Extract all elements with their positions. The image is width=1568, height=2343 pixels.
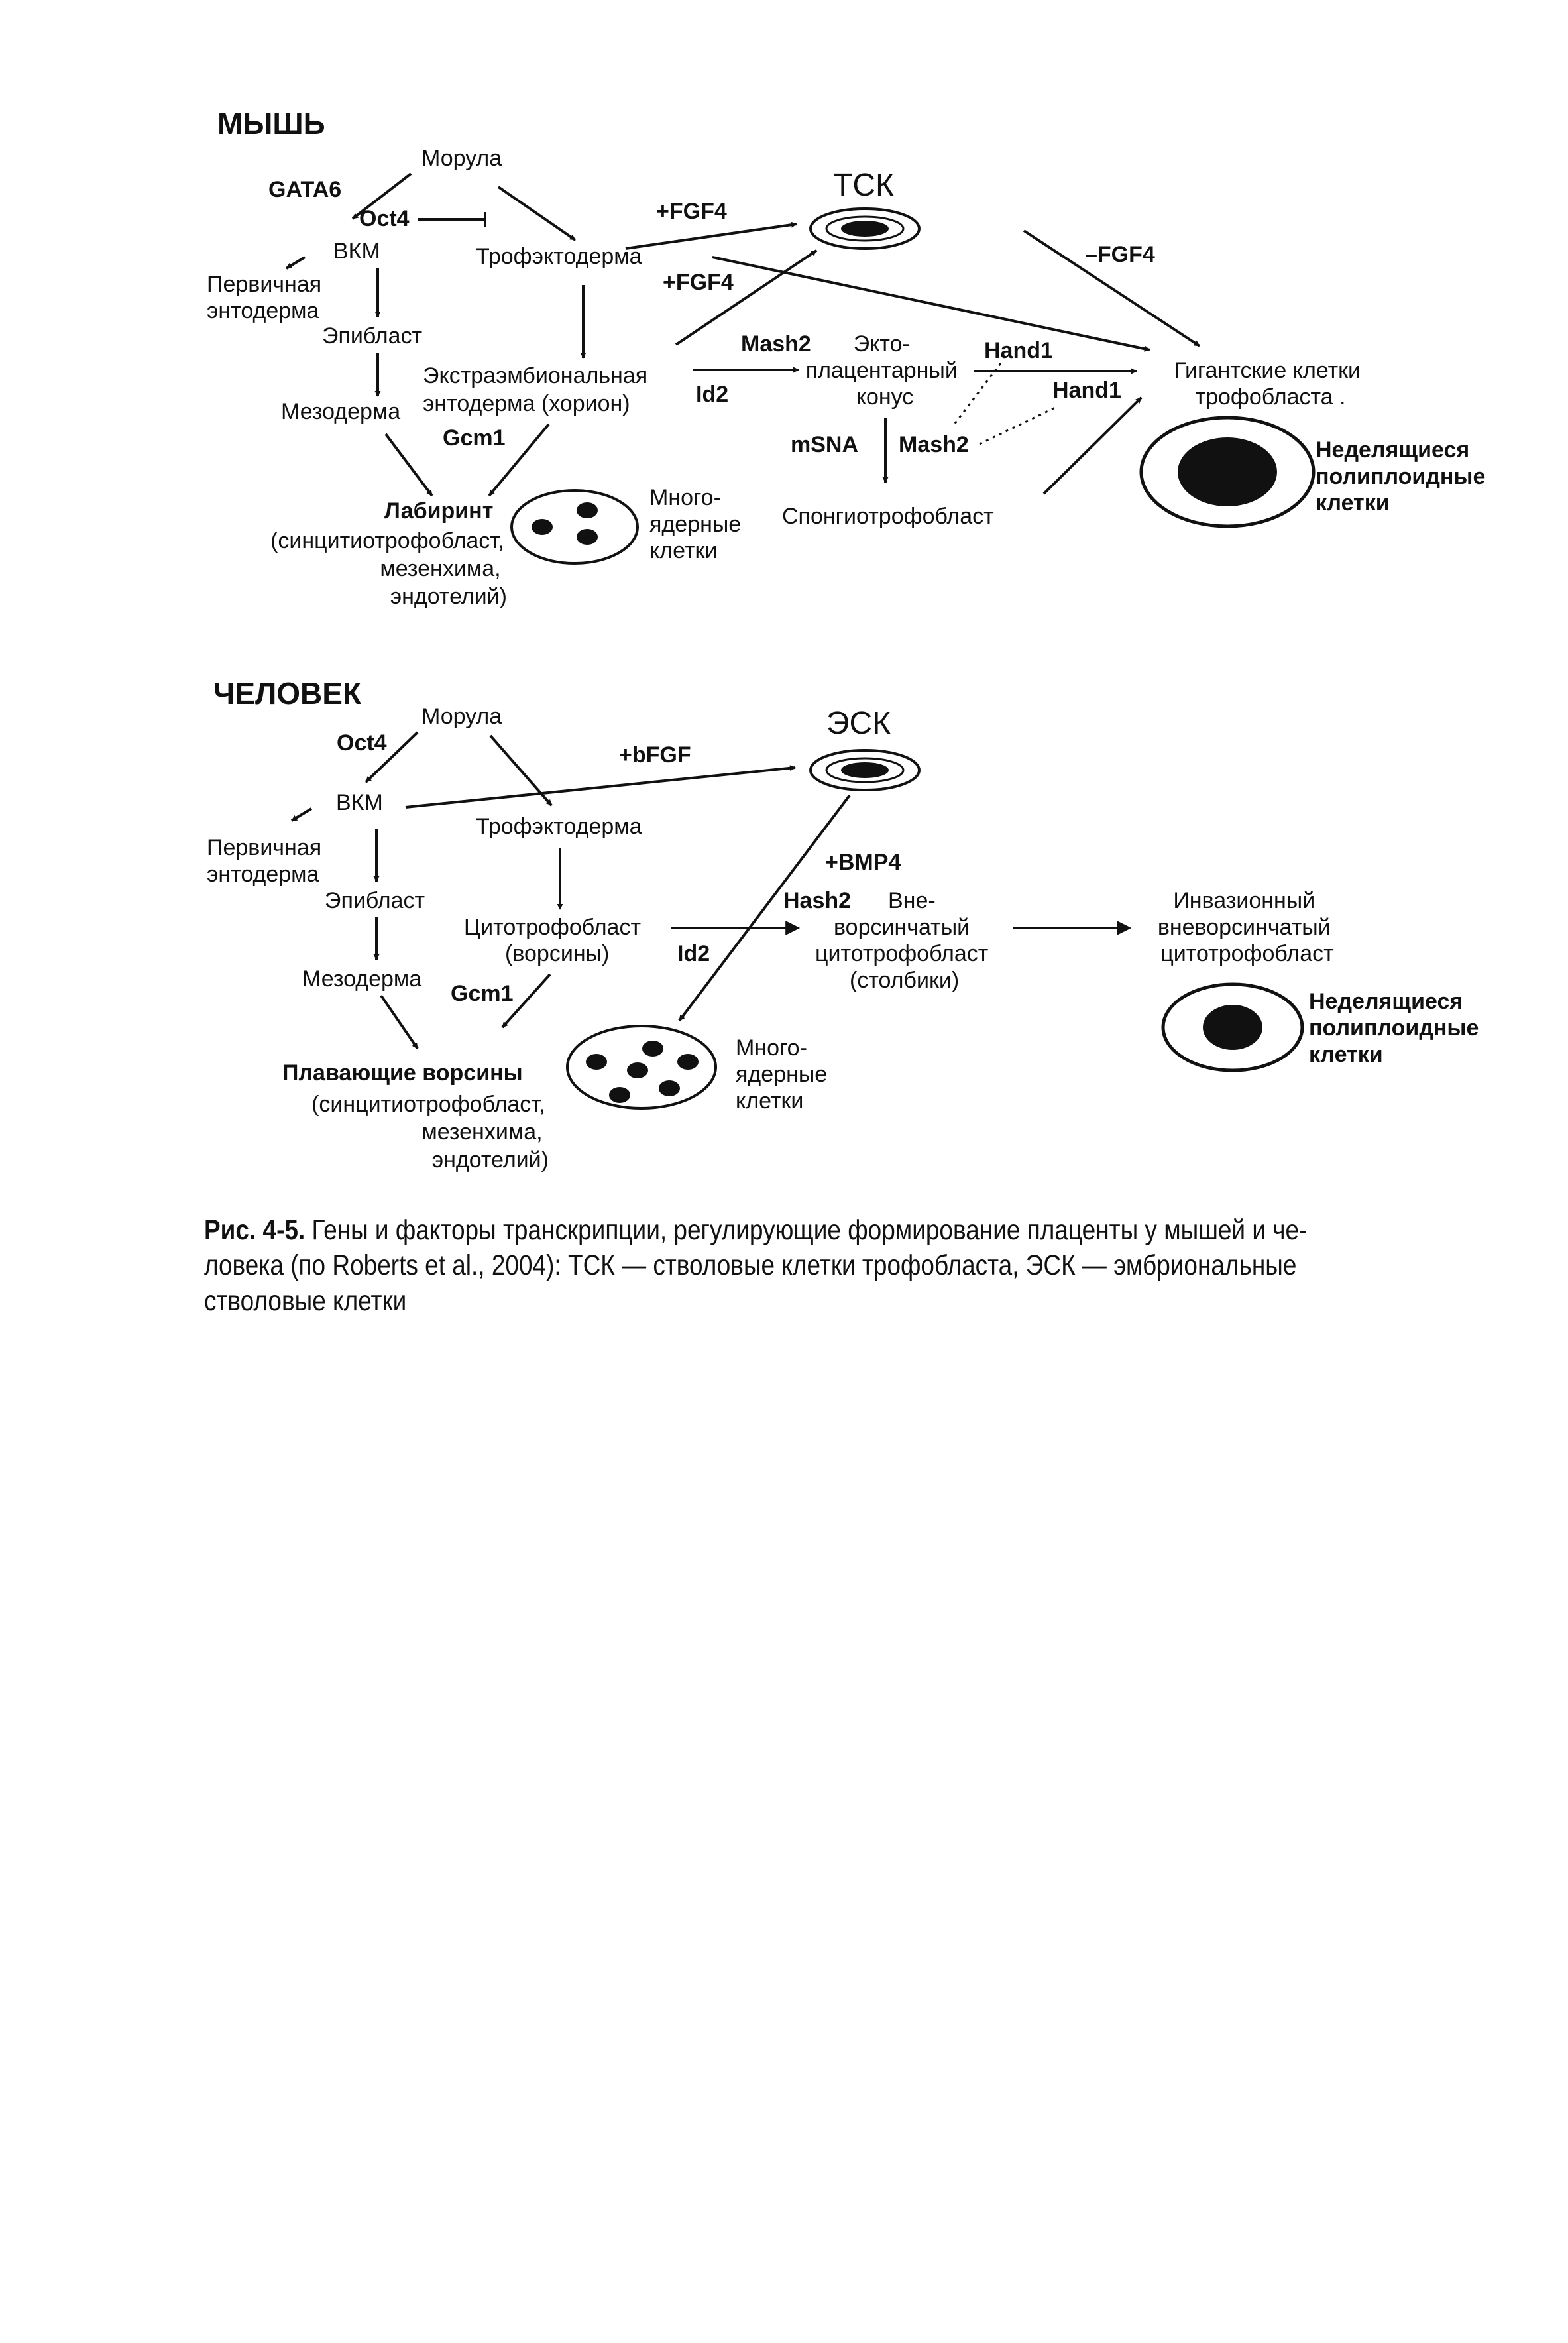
mouse-multinuclear-cell-icon <box>510 489 639 565</box>
mouse-arrow-tsc-giant <box>1023 229 1201 347</box>
mouse-tsc-cell-icon <box>809 207 921 250</box>
mouse-hand1-top-label: Hand1 <box>984 338 1053 363</box>
mouse-mash2-top-label: Mash2 <box>741 331 811 357</box>
human-trophectoderm-label: Трофэктодерма <box>476 814 642 839</box>
mouse-spongiotrophoblast-label: Спонгиотрофобласт <box>782 504 994 529</box>
caption-line-2: ловека (по Roberts et al., 2004): ТСК — … <box>204 1249 1297 1282</box>
mouse-arrow-extraemb-tsc <box>675 249 818 346</box>
mouse-fgf4-minus-label: –FGF4 <box>1085 242 1155 267</box>
human-hash2-label: Hash2 <box>783 888 851 913</box>
mouse-dotted-mash2-hand1 <box>979 406 1056 445</box>
human-arrow-icm-esc <box>405 765 796 809</box>
human-multinuclear-label: Много- ядерные клетки <box>736 1035 834 1114</box>
human-bfgf-label: +bFGF <box>619 742 691 768</box>
mouse-id2-label: Id2 <box>696 382 728 407</box>
human-arrow-esc-villi <box>678 794 851 1022</box>
human-villi-note: (синцитиотрофобласт, мезенхима, эндотели… <box>311 1092 551 1172</box>
mouse-gata6-label: GATA6 <box>268 177 341 202</box>
mouse-msna-label: mSNA <box>791 432 858 457</box>
mouse-polyploid-label: Неделящиеся полиплоидные клетки <box>1316 437 1492 516</box>
human-heading: ЧЕЛОВЕК <box>213 676 362 711</box>
mouse-epiblast-label: Эпибласт <box>322 323 422 349</box>
mouse-arrow-chorion-labyrinth <box>488 423 550 497</box>
mouse-extraembryonic-label: Экстраэмбиональная энтодерма (хорион) <box>423 363 654 416</box>
mouse-ectoplacental-label: Экто- плацентарный конус <box>806 331 964 410</box>
mouse-giant-cells-label: Гигантские клетки трофобласта . <box>1174 358 1367 410</box>
human-id2-label: Id2 <box>677 941 710 966</box>
human-multinuclear-cell-icon <box>566 1025 717 1110</box>
mouse-arrow-icm-endoderm <box>285 256 306 270</box>
human-oct4-label: Oct4 <box>337 730 387 756</box>
human-esc-label: ЭСК <box>826 706 891 741</box>
human-cytotrophoblast-label: Цитотрофобласт (ворсины) <box>464 915 647 966</box>
human-arrow-morula-icm <box>364 731 419 783</box>
mouse-hand1-bottom-label: Hand1 <box>1052 378 1121 403</box>
human-epiblast-label: Эпибласт <box>325 888 425 913</box>
mouse-dotted-hand1-mash2 <box>953 363 1002 425</box>
mouse-tsc-label: ТСК <box>833 168 894 203</box>
human-mesoderm-label: Мезодерма <box>302 966 421 992</box>
mouse-fgf4-top-label: +FGF4 <box>656 199 727 224</box>
mouse-arrow-morula-gata6 <box>351 172 412 220</box>
mouse-mash2-bottom-label: Mash2 <box>899 432 969 457</box>
mouse-section: МЫШЬ Морула GATA6 Oct4 ВКМ Трофэктодерма… <box>207 106 1492 609</box>
figure-caption: Рис. 4-5. Гены и факторы транскрипции, р… <box>204 1213 1321 1319</box>
human-morula-label: Морула <box>421 704 502 729</box>
mouse-labyrinth-note: (синцитиотрофобласт, мезенхима, эндотели… <box>270 528 510 609</box>
human-arrow-icm-endoderm <box>290 807 313 822</box>
mouse-heading: МЫШЬ <box>217 106 325 141</box>
mouse-labyrinth-label: Лабиринт <box>384 498 493 524</box>
mouse-gcm1-label: Gcm1 <box>443 426 506 451</box>
human-arrow-mesoderm-villi <box>380 994 419 1050</box>
caption-line-3: стволовые клетки <box>204 1285 407 1317</box>
human-gcm1-label: Gcm1 <box>451 981 514 1006</box>
human-extravillous-label: Вне- ворсинчатый цитотрофобласт (столбик… <box>815 888 995 993</box>
mouse-arrow-mesoderm-labyrinth <box>384 433 433 497</box>
mouse-mesoderm-label: Мезодерма <box>281 399 400 424</box>
human-invasive-label: Инвазионный вневорсинчатый цитотрофоблас… <box>1158 888 1337 966</box>
mouse-trophectoderm-label: Трофэктодерма <box>476 244 642 269</box>
human-bmp4-label: +BMP4 <box>825 850 901 875</box>
human-esc-cell-icon <box>809 749 921 791</box>
mouse-oct4-label: Oct4 <box>359 206 410 231</box>
mouse-fgf4-mid-label: +FGF4 <box>663 270 734 295</box>
mouse-morula-label: Морула <box>421 146 502 171</box>
mouse-icm-label: ВКМ <box>333 239 380 264</box>
human-primary-endoderm-label: Первичная энтодерма <box>207 835 328 887</box>
caption-line-1: Гены и факторы транскрипции, регулирующи… <box>311 1214 1308 1246</box>
mouse-arrow-morula-trophectoderm <box>497 186 577 241</box>
human-polyploid-label: Неделящиеся полиплоидные клетки <box>1309 989 1485 1067</box>
mouse-arrow-troph-tsc <box>625 221 797 250</box>
human-arrow-cyto-villi <box>501 973 551 1029</box>
human-icm-label: ВКМ <box>336 790 383 815</box>
mouse-multinuclear-label: Много- ядерные клетки <box>649 485 748 563</box>
mouse-primary-endoderm-label: Первичная энтодерма <box>207 272 328 323</box>
human-section: ЧЕЛОВЕК Морула Oct4 ВКМ +bFGF ЭСК Трофэк… <box>207 676 1485 1172</box>
mouse-arrow-spongio-giant <box>1042 396 1143 495</box>
mouse-polyploid-cell-icon <box>1139 416 1316 528</box>
human-polyploid-cell-icon <box>1161 982 1304 1072</box>
caption-lead: Рис. 4-5. <box>204 1214 306 1246</box>
human-villi-label: Плавающие ворсины <box>282 1060 523 1086</box>
